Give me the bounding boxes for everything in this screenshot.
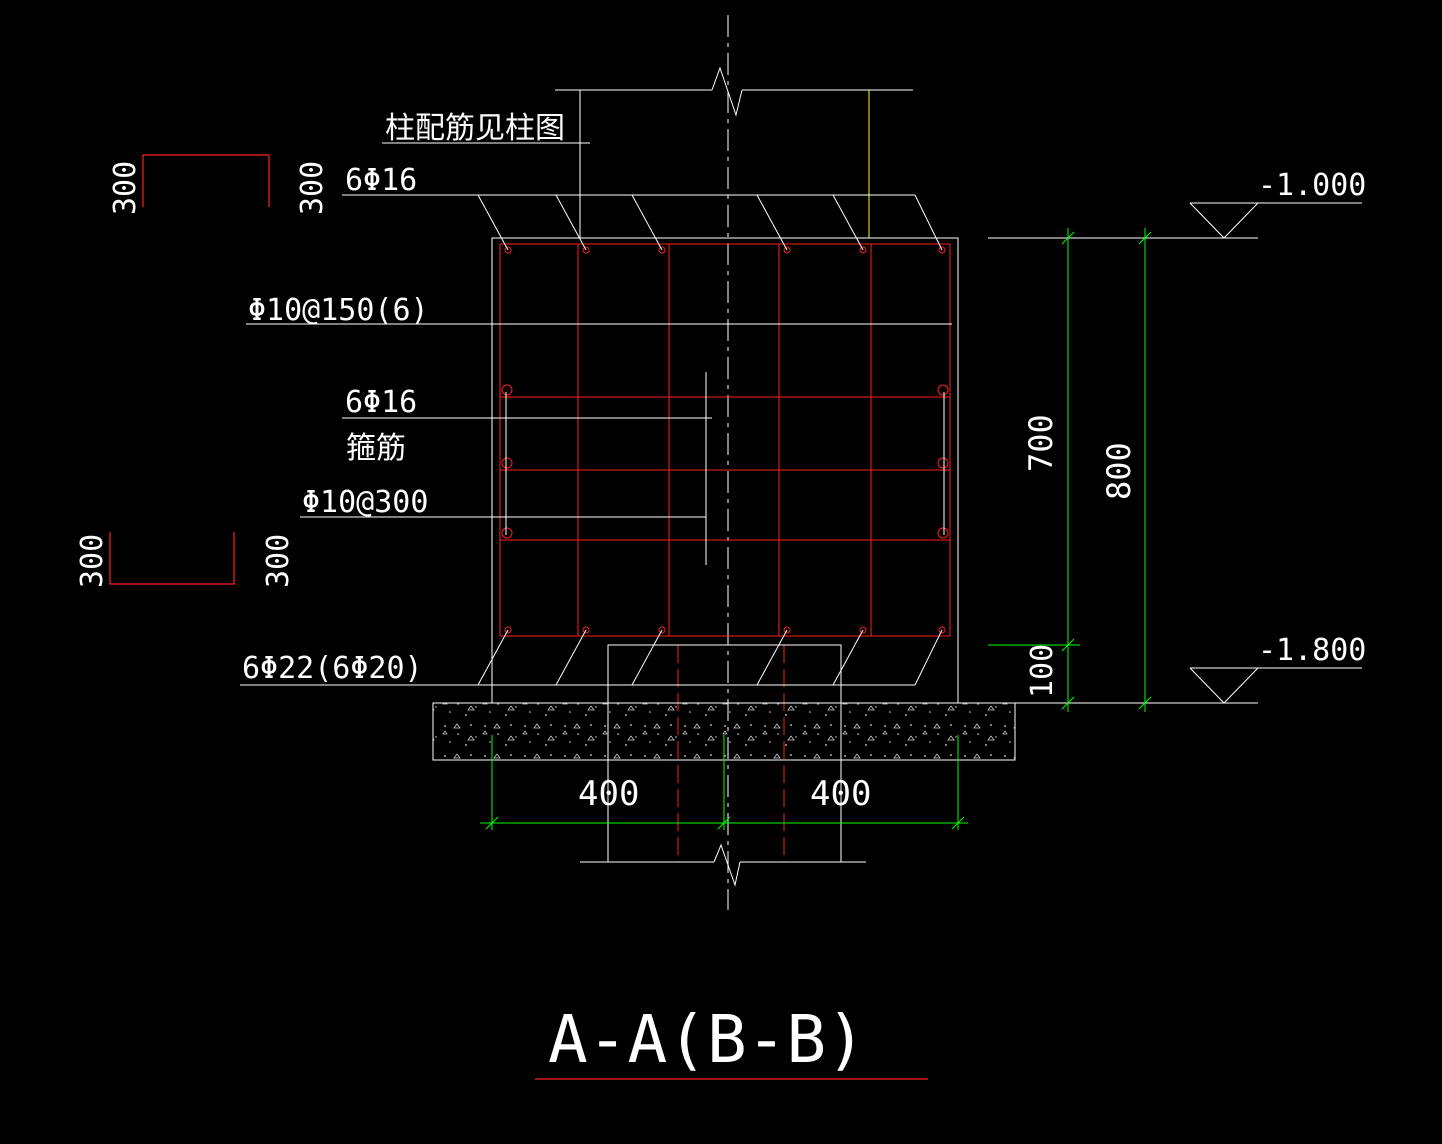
dim-width-left: 400: [578, 774, 639, 814]
dimension-lines: [480, 228, 1152, 830]
rebar-cage: [499, 243, 951, 862]
elevation-top-label: -1.000: [1258, 168, 1366, 203]
bar-detail-top-right: 300: [295, 161, 330, 215]
upper-column: [555, 66, 913, 238]
drawing-title: A-A(B-B): [548, 1001, 866, 1078]
bar-detail-sketches: [109, 154, 270, 585]
bar-detail-bottom-left: 300: [75, 534, 110, 588]
dim-height-total: 800: [1100, 442, 1138, 500]
tie-bars: [505, 372, 945, 565]
mid-bars-label: 6Φ16: [345, 385, 417, 420]
top-bars-label: 6Φ16: [345, 163, 417, 198]
elevation-bottom-label: -1.800: [1258, 633, 1366, 668]
dim-height-inner: 700: [1022, 414, 1060, 472]
lower-column: [580, 644, 866, 887]
dim-width-right: 400: [810, 774, 871, 814]
tie-label: 箍筋: [346, 431, 406, 466]
stirrup-spec-label: Φ10@150(6): [248, 293, 429, 328]
bar-detail-bottom-right: 300: [261, 534, 296, 588]
column-note-label: 柱配筋见柱图: [385, 111, 565, 146]
dim-cover: 100: [1025, 644, 1060, 698]
bottom-bars-label: 6Φ22(6Φ20): [242, 651, 423, 686]
bar-detail-top-left: 300: [108, 161, 143, 215]
leader-lines: [240, 142, 952, 686]
level-markers: [988, 202, 1362, 704]
tie-spec-label: Φ10@300: [302, 485, 428, 520]
